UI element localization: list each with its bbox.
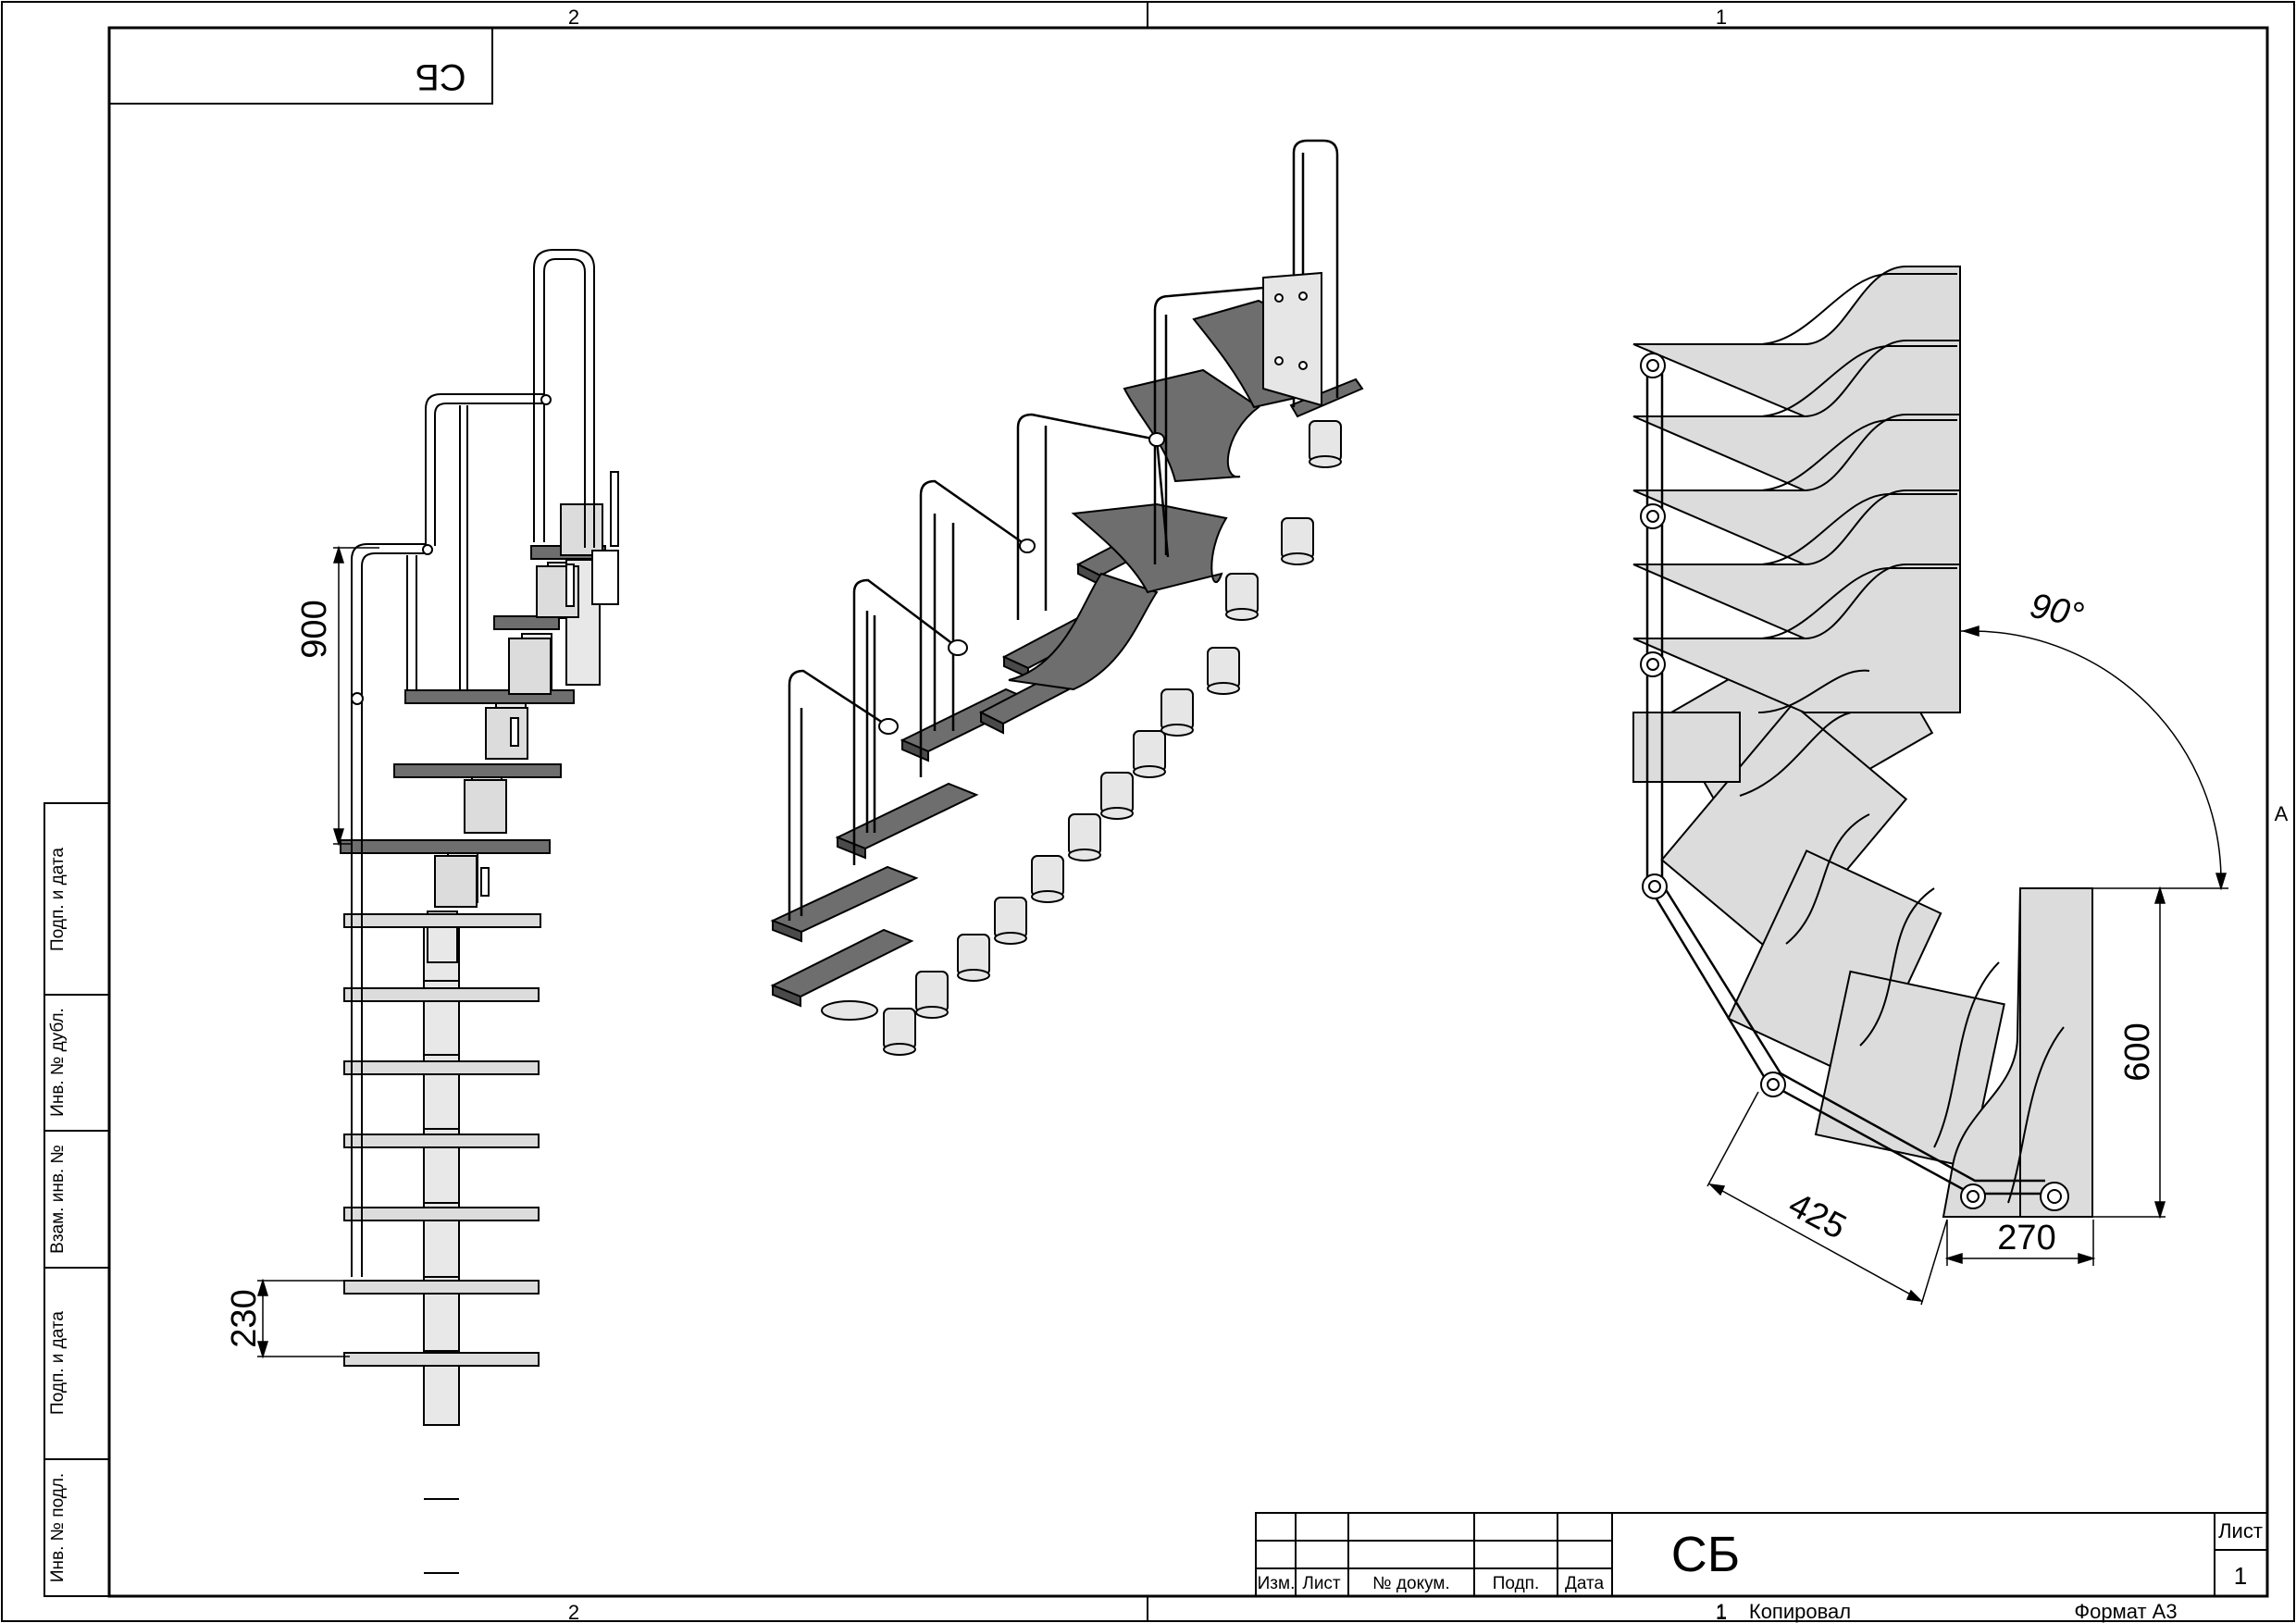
strip-field-4: Подп. и дата	[48, 1311, 68, 1415]
dim-plan-depth-label: 600	[2118, 1022, 2157, 1081]
tb-designation: СБ	[1671, 1527, 1740, 1582]
iso-tread-edge	[837, 836, 866, 860]
side-tread	[343, 1060, 540, 1075]
plan-posts	[1640, 353, 2069, 1211]
iso-wall-bracket	[1262, 271, 1322, 407]
iso-column-base	[957, 969, 990, 982]
side-tread	[343, 987, 540, 1002]
strip-field-1: Подп. и дата	[48, 848, 68, 951]
zone-label-top-left: 2	[568, 6, 579, 29]
iso-column-base	[1031, 890, 1064, 903]
side-treads	[340, 545, 606, 1367]
side-tread	[493, 615, 560, 630]
tb-sheet-label: Лист	[2218, 1519, 2263, 1542]
dim-plan-angle	[1960, 625, 2228, 891]
iso-column-base	[994, 932, 1027, 945]
tb-copied-num: 1	[1716, 1600, 1727, 1623]
tb-col-izm: Изм.	[1258, 1574, 1296, 1593]
strip-field-5: Инв. № подл.	[48, 1473, 68, 1582]
tb-copied-label: Копировал	[1749, 1600, 1851, 1623]
corner-stamp: СБ	[108, 27, 493, 105]
tb-col-doc: № докум.	[1372, 1574, 1449, 1593]
iso-column-base	[1100, 807, 1134, 820]
iso-column-base	[1225, 608, 1259, 621]
dim-plan-width	[1944, 1220, 2096, 1266]
iso-columns	[883, 420, 1342, 1056]
iso-tread-curved	[1071, 502, 1228, 594]
dim-side-height	[332, 545, 379, 847]
dim-plan-depth	[2093, 886, 2166, 1220]
side-tread	[340, 839, 551, 854]
strip-field-3: Взам. инв. №	[48, 1145, 68, 1254]
iso-treads	[770, 299, 1364, 1021]
left-strip	[43, 802, 110, 1597]
tb-col-sign: Подп.	[1493, 1574, 1539, 1593]
corner-stamp-text: СБ	[415, 56, 465, 97]
side-handrail	[351, 249, 595, 1277]
dim-plan-diagonal-label: 425	[1782, 1185, 1853, 1247]
side-tread	[393, 763, 562, 778]
iso-column-base	[883, 1043, 916, 1056]
iso-column-base	[1207, 682, 1240, 695]
tb-format-label: Формат A3	[2074, 1600, 2177, 1623]
dim-side-height-label: 900	[295, 600, 334, 658]
iso-column-base	[1068, 849, 1101, 861]
iso-tread-edge	[980, 711, 1004, 735]
dim-plan-diagonal	[1706, 1091, 1948, 1306]
iso-tread	[770, 928, 914, 998]
iso-column-base	[1160, 724, 1194, 737]
iso-tread-edge	[772, 984, 801, 1008]
iso-tread	[1289, 378, 1364, 418]
dim-side-step-label: 230	[225, 1289, 264, 1347]
side-column-shaft	[423, 924, 460, 1426]
side-brackets	[434, 471, 619, 908]
zone-label-side-right: A	[2275, 802, 2289, 825]
side-tread	[343, 1207, 540, 1221]
dim-plan-angle-label: 90°	[2027, 587, 2087, 636]
strip-field-2: Инв. № дубл.	[48, 1008, 68, 1117]
zone-label-bottom-right: 1	[1716, 1601, 1727, 1623]
tb-col-date: Дата	[1565, 1574, 1605, 1593]
iso-tread	[770, 865, 919, 934]
plan-view: 90° 600 270 425	[1632, 266, 2228, 1306]
tb-sheet-number: 1	[2234, 1562, 2247, 1590]
iso-tread-curved	[1123, 368, 1260, 483]
dim-side-step	[256, 1278, 350, 1359]
side-tread	[343, 1280, 540, 1295]
iso-view	[770, 139, 1364, 1056]
zone-label-bottom-left: 2	[568, 1601, 579, 1623]
dim-plan-width-label: 270	[1997, 1219, 2055, 1258]
iso-handrail	[788, 139, 1339, 921]
iso-column-base	[915, 1006, 949, 1019]
iso-tread-curved	[1008, 572, 1159, 691]
side-tread	[343, 1352, 540, 1367]
side-tread	[343, 1134, 540, 1148]
iso-column-base	[1133, 765, 1166, 778]
side-view: 900 230	[225, 249, 619, 1574]
iso-column-base	[1309, 455, 1342, 468]
iso-tread	[835, 782, 979, 850]
title-block	[1255, 1512, 2268, 1597]
plan-treads-straight	[1632, 266, 2093, 1218]
tb-col-list: Лист	[1302, 1574, 1341, 1593]
side-tread	[343, 913, 541, 928]
iso-column-base	[1281, 552, 1314, 565]
iso-tread-edge	[772, 919, 802, 943]
zone-label-top-right: 1	[1716, 6, 1727, 29]
iso-base-plate	[821, 1000, 878, 1021]
